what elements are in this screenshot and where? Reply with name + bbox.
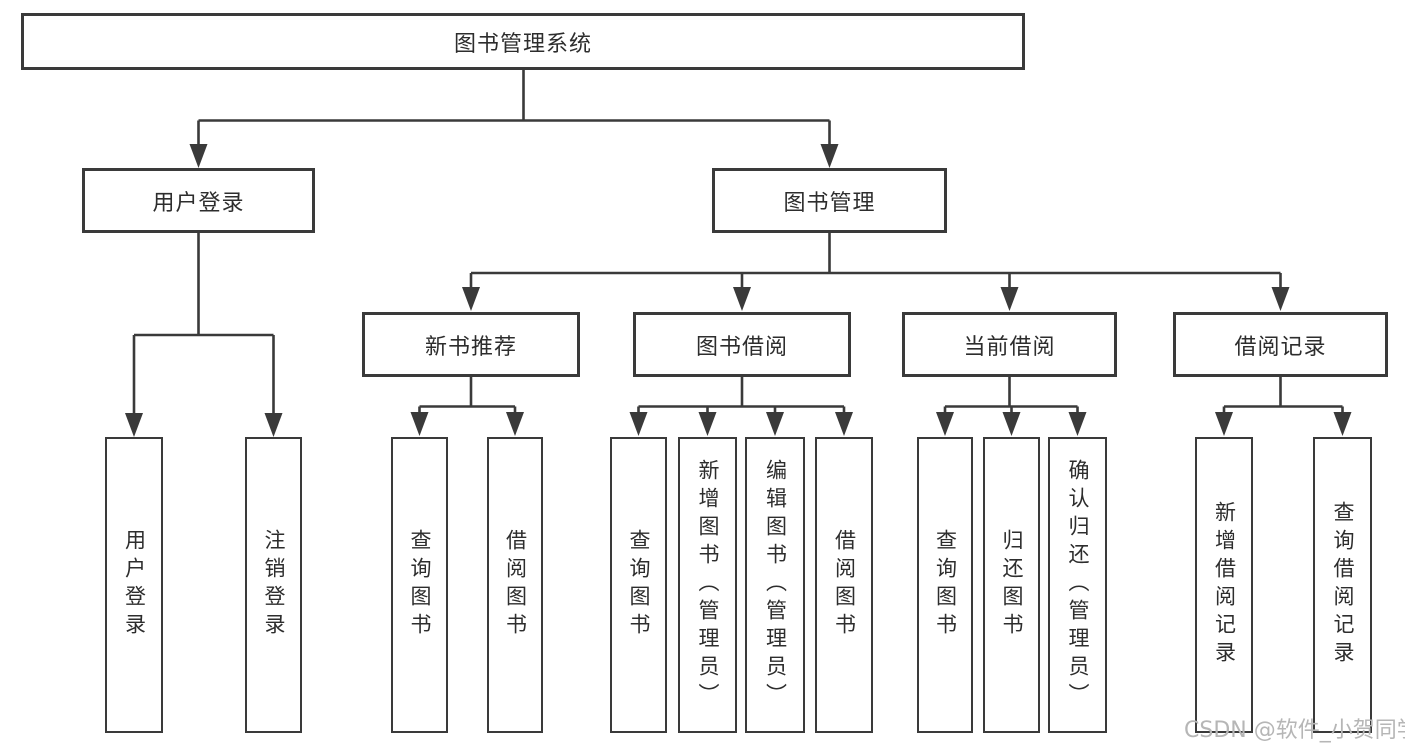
leaf-edit-book-admin: 编辑图书（管理员） xyxy=(745,437,805,733)
csdn-watermark: CSDN @软件_小贺同学 xyxy=(1184,718,1405,743)
node-book-management: 图书管理 xyxy=(712,168,947,233)
node-book-borrowing: 图书借阅 xyxy=(633,312,851,377)
leaf-query-books: 查询图书 xyxy=(391,437,448,733)
leaf-confirm-return-admin: 确认归还（管理员） xyxy=(1048,437,1107,733)
node-user-login: 用户登录 xyxy=(82,168,315,233)
leaf-user-login: 用户登录 xyxy=(105,437,163,733)
leaf-borrow-books: 借阅图书 xyxy=(487,437,543,733)
node-library-management-system: 图书管理系统 xyxy=(21,13,1025,70)
leaf-add-book-admin: 新增图书（管理员） xyxy=(678,437,737,733)
node-new-book-recommendation: 新书推荐 xyxy=(362,312,580,377)
node-current-borrowing: 当前借阅 xyxy=(902,312,1117,377)
leaf-query-borrow-record: 查询借阅记录 xyxy=(1313,437,1372,733)
leaf-add-borrow-record: 新增借阅记录 xyxy=(1195,437,1253,733)
leaf-query-books: 查询图书 xyxy=(917,437,973,733)
leaf-logout: 注销登录 xyxy=(245,437,302,733)
node-borrowing-records: 借阅记录 xyxy=(1173,312,1388,377)
leaf-borrow-books: 借阅图书 xyxy=(815,437,873,733)
leaf-query-books: 查询图书 xyxy=(610,437,667,733)
leaf-return-books: 归还图书 xyxy=(983,437,1040,733)
